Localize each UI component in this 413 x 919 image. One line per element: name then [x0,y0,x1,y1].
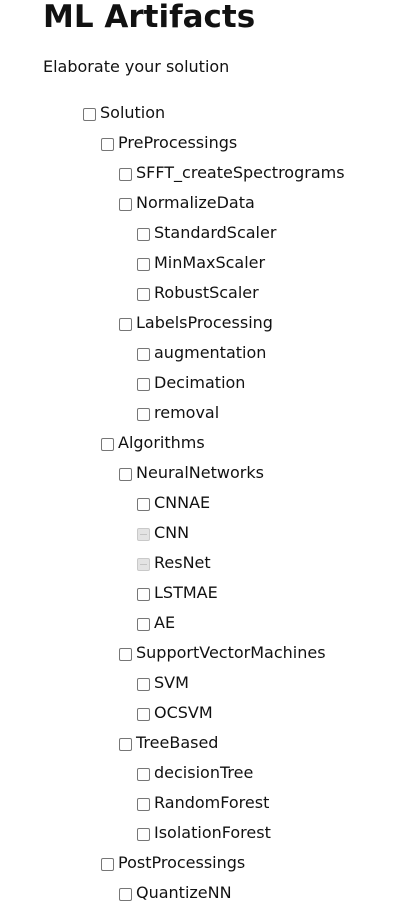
decisiontree-checkbox[interactable] [137,767,150,781]
neuralnetworks-label: NeuralNetworks [136,463,264,482]
minmaxscaler-checkbox[interactable] [137,257,150,271]
tree-item-neuralnetworks[interactable]: NeuralNetworks [0,458,413,488]
lstmae-label: LSTMAE [154,583,218,602]
tree-item-sfft-createspectrograms[interactable]: SFFT_createSpectrograms [0,158,413,188]
tree-item-ae[interactable]: AE [0,608,413,638]
algorithms-label: Algorithms [118,433,205,452]
tree-item-solution[interactable]: Solution [0,98,413,128]
tree-item-robustscaler[interactable]: RobustScaler [0,278,413,308]
standardscaler-checkbox[interactable] [137,227,150,241]
cnnae-checkbox[interactable] [137,497,150,511]
tree-item-labelsprocessing[interactable]: LabelsProcessing [0,308,413,338]
tree-item-augmentation[interactable]: augmentation [0,338,413,368]
cnnae-label: CNNAE [154,493,211,512]
tree-item-algorithms[interactable]: Algorithms [0,428,413,458]
isolationforest-checkbox[interactable] [137,827,150,841]
cnn-checkbox [137,527,150,541]
augmentation-checkbox[interactable] [137,347,150,361]
tree-item-preprocessings[interactable]: PreProcessings [0,128,413,158]
tree-item-decisiontree[interactable]: decisionTree [0,758,413,788]
sfft-createspectrograms-label: SFFT_createSpectrograms [136,163,345,182]
ocsvm-checkbox[interactable] [137,707,150,721]
treebased-label: TreeBased [136,733,219,752]
tree-item-isolationforest[interactable]: IsolationForest [0,818,413,848]
standardscaler-label: StandardScaler [154,223,277,242]
tree-item-minmaxscaler[interactable]: MinMaxScaler [0,248,413,278]
minmaxscaler-label: MinMaxScaler [154,253,266,272]
randomforest-label: RandomForest [154,793,270,812]
preprocessings-checkbox[interactable] [101,137,114,151]
ae-label: AE [154,613,176,632]
normalizedata-checkbox[interactable] [119,197,132,211]
labelsprocessing-checkbox[interactable] [119,317,132,331]
sfft-createspectrograms-checkbox[interactable] [119,167,132,181]
removal-checkbox[interactable] [137,407,150,421]
robustscaler-label: RobustScaler [154,283,259,302]
tree-item-normalizedata[interactable]: NormalizeData [0,188,413,218]
tree-item-randomforest[interactable]: RandomForest [0,788,413,818]
removal-label: removal [154,403,220,422]
ae-checkbox[interactable] [137,617,150,631]
tree-item-resnet: ResNet [0,548,413,578]
supportvectormachines-checkbox[interactable] [119,647,132,661]
algorithms-checkbox[interactable] [101,437,114,451]
decisiontree-label: decisionTree [154,763,254,782]
tree-item-postprocessings[interactable]: PostProcessings [0,848,413,878]
decimation-checkbox[interactable] [137,377,150,391]
treebased-checkbox[interactable] [119,737,132,751]
page-title: ML Artifacts [43,0,256,35]
resnet-checkbox [137,557,150,571]
tree-item-quantizenn[interactable]: QuantizeNN [0,878,413,908]
quantizenn-label: QuantizeNN [136,883,232,902]
postprocessings-checkbox[interactable] [101,857,114,871]
tree-item-cnnae[interactable]: CNNAE [0,488,413,518]
tree-item-decimation[interactable]: Decimation [0,368,413,398]
tree-item-lstmae[interactable]: LSTMAE [0,578,413,608]
tree-item-treebased[interactable]: TreeBased [0,728,413,758]
normalizedata-label: NormalizeData [136,193,255,212]
lstmae-checkbox[interactable] [137,587,150,601]
supportvectormachines-label: SupportVectorMachines [136,643,326,662]
robustscaler-checkbox[interactable] [137,287,150,301]
neuralnetworks-checkbox[interactable] [119,467,132,481]
tree-item-removal[interactable]: removal [0,398,413,428]
tree-item-ocsvm[interactable]: OCSVM [0,698,413,728]
preprocessings-label: PreProcessings [118,133,238,152]
randomforest-checkbox[interactable] [137,797,150,811]
decimation-label: Decimation [154,373,246,392]
tree-item-standardscaler[interactable]: StandardScaler [0,218,413,248]
quantizenn-checkbox[interactable] [119,887,132,901]
svm-checkbox[interactable] [137,677,150,691]
tree-item-cnn: CNN [0,518,413,548]
solution-checkbox[interactable] [83,107,96,121]
resnet-label: ResNet [154,553,211,572]
cnn-label: CNN [154,523,190,542]
labelsprocessing-label: LabelsProcessing [136,313,273,332]
postprocessings-label: PostProcessings [118,853,246,872]
solution-label: Solution [100,103,166,122]
ocsvm-label: OCSVM [154,703,213,722]
tree-item-supportvectormachines[interactable]: SupportVectorMachines [0,638,413,668]
augmentation-label: augmentation [154,343,267,362]
tree-item-svm[interactable]: SVM [0,668,413,698]
svm-label: SVM [154,673,189,692]
isolationforest-label: IsolationForest [154,823,271,842]
page-subtitle: Elaborate your solution [43,57,230,76]
